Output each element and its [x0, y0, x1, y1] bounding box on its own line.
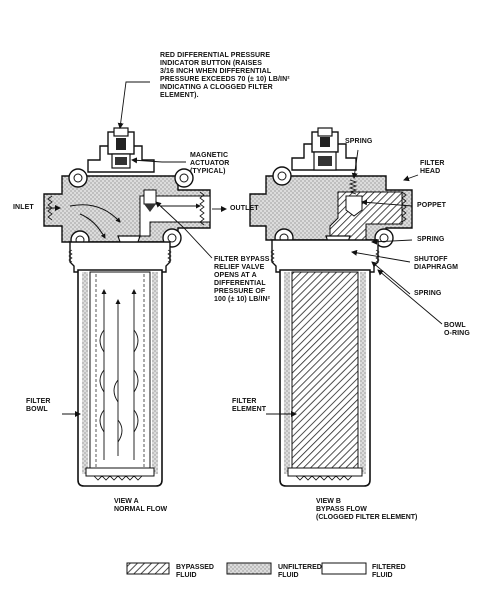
view-b-caption: VIEW B BYPASS FLOW (CLOGGED FILTER ELEME… — [316, 498, 418, 521]
spring-top-label: SPRING — [345, 138, 373, 145]
magnetic-actuator-label: MAGNETIC ACTUATOR (typical) — [190, 152, 230, 175]
legend-bypassed-label: BYPASSED FLUID — [176, 564, 214, 579]
inlet-label: INLET — [13, 204, 34, 211]
filter-element-label: FILTER ELEMENT — [232, 398, 267, 413]
leader-lines — [46, 81, 443, 417]
legend-unfiltered-label: UNFILTERED FLUID — [278, 564, 322, 579]
filter-head-label: FILTER HEAD — [420, 160, 445, 175]
legend-filtered-label: FILTERED FLUID — [372, 564, 406, 579]
bypass-relief-valve-label: FILTER BYPASS RELIEF VALVE OPENS AT A DI… — [214, 256, 271, 303]
bowl-oring-label: BOWL O-RING — [444, 322, 470, 337]
filter-bowl-label: FILTER BOWL — [26, 398, 51, 413]
legend-filtered-swatch — [321, 562, 367, 575]
legend-unfiltered-swatch — [226, 562, 272, 575]
view-a-filter-assembly — [43, 127, 211, 487]
indicator-button-label: RED DIFFERENTIAL PRESSURE INDICATOR BUTT… — [160, 52, 290, 99]
view-b-filter-assembly — [249, 127, 413, 487]
spring-right-label: SPRING — [417, 236, 445, 243]
outlet-label: OUTLET — [230, 205, 259, 212]
spring-lower-label: SPRING — [414, 290, 442, 297]
legend-bypassed-swatch — [126, 562, 170, 575]
shutoff-diaphragm-label: SHUTOFF DIAPHRAGM — [414, 256, 459, 271]
view-a-caption: VIEW A NORMAL FLOW — [114, 498, 168, 513]
poppet-label: POPPET — [417, 202, 446, 209]
